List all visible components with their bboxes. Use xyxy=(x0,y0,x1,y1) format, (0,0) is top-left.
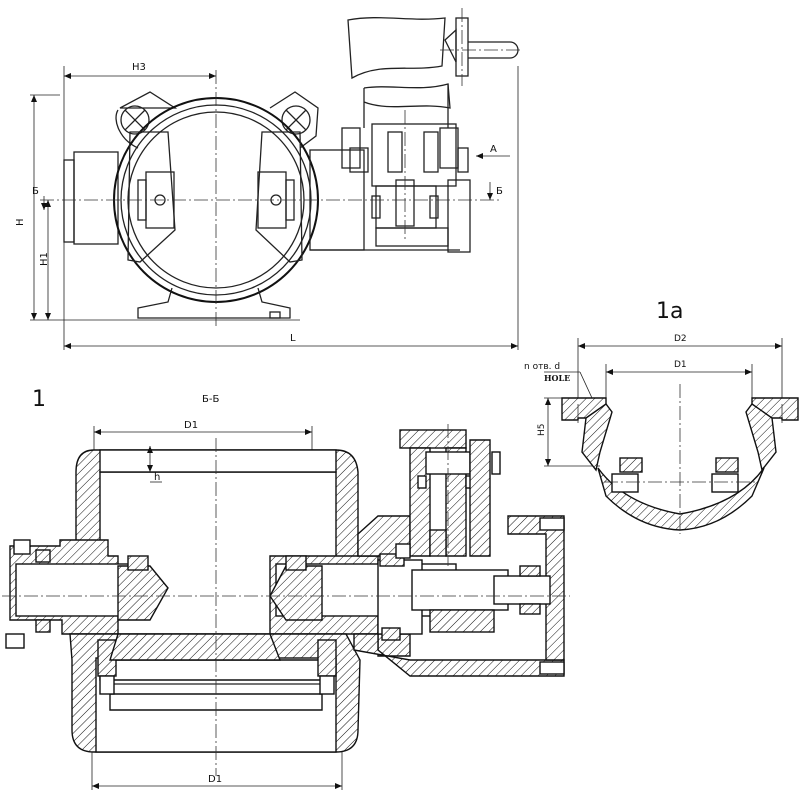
dim-d1-bottom-label: D1 xyxy=(208,774,222,785)
dim-h3-label: H3 xyxy=(132,62,146,73)
section-marker-right: Б xyxy=(496,186,503,197)
section-view: 1 Б-Б D1 h xyxy=(2,387,570,790)
detail-view-1a: 1a D2 D1 n отв. d HOLE H5 xyxy=(524,299,799,534)
dim-d1-top-label: D1 xyxy=(184,420,198,431)
left-flange xyxy=(63,159,75,243)
dim-d1-detail-label: D1 xyxy=(674,360,687,370)
hole-stamp: HOLE xyxy=(544,373,570,383)
holes-callout: n отв. d xyxy=(524,362,560,372)
lever-handle xyxy=(347,8,522,128)
dim-d2-label: D2 xyxy=(674,334,687,344)
dim-h5-label: H5 xyxy=(537,424,547,437)
front-view: H3 H H1 L Б Б A xyxy=(15,8,522,350)
dim-l-label: L xyxy=(290,333,296,344)
drive-assembly xyxy=(309,123,471,253)
section-marker-left: Б xyxy=(32,186,39,197)
view-marker-a: A xyxy=(490,144,497,155)
main-view-number: 1 xyxy=(32,387,46,412)
dim-h1-label: H1 xyxy=(39,252,50,266)
section-title: Б-Б xyxy=(202,394,219,405)
dim-h-label: H xyxy=(15,218,26,226)
detail-view-number: 1a xyxy=(656,299,683,324)
dim-h-small-label: h xyxy=(154,472,160,483)
